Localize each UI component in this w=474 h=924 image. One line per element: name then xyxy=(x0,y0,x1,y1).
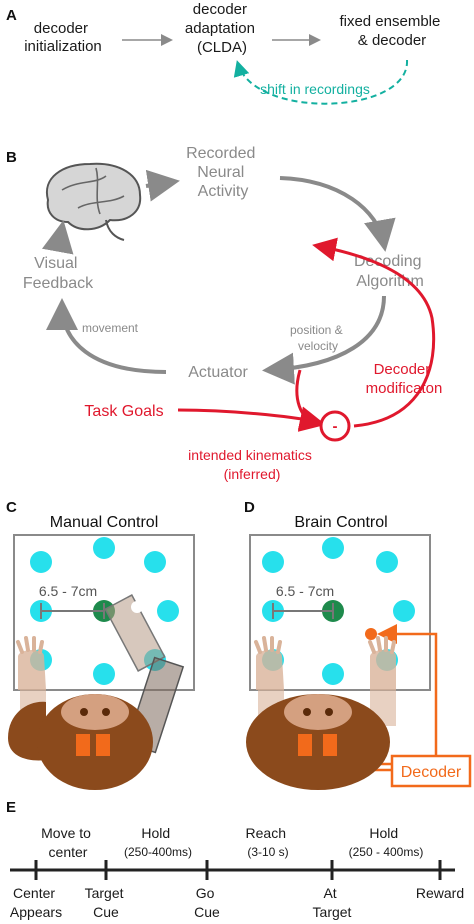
arrow-actuator-to-visual xyxy=(46,298,167,374)
phase-move-to-center: Move to center xyxy=(41,825,95,860)
target xyxy=(144,551,166,573)
event-go-cue: Go Cue xyxy=(194,885,220,920)
shift-in-recordings-loop xyxy=(233,59,409,105)
panel-label-a: A xyxy=(6,7,17,24)
decoder-box-label: Decoder xyxy=(401,764,462,781)
target xyxy=(376,551,398,573)
decoded-cursor xyxy=(365,628,377,640)
task-goals-label: Task Goals xyxy=(84,403,163,420)
step-decoder-adaptation: decoder adaptation (CLDA) xyxy=(185,1,259,56)
target xyxy=(93,663,115,685)
decoder-box xyxy=(390,754,472,788)
panel-label-c: C xyxy=(6,499,17,516)
panel-label-b: B xyxy=(6,149,17,166)
visual-feedback: Visual Feedback xyxy=(23,255,94,292)
target xyxy=(157,600,179,622)
actuator-node: Actuator xyxy=(188,364,248,381)
brain-control-title: Brain Control xyxy=(294,514,387,531)
phase-reach: Reach (3-10 s) xyxy=(246,825,291,859)
arrow-visual-to-brain xyxy=(41,220,74,255)
target xyxy=(93,537,115,559)
decoder-feedback-line xyxy=(377,624,438,762)
arrow-decoder-modification xyxy=(312,237,436,428)
decoder-modification-label: Decoder modificaton xyxy=(366,361,443,397)
event-reward: Reward xyxy=(416,885,464,901)
comparator-node xyxy=(319,410,351,442)
distance-label: 6.5 - 7cm xyxy=(39,583,97,599)
timeline-ticks xyxy=(34,860,442,880)
arrow-decoding-to-actuator xyxy=(262,295,386,385)
brain-monkey xyxy=(246,694,390,790)
arrow-task-goals-to-comparator xyxy=(177,406,324,430)
intended-kinematics-label: intended kinematics (inferred) xyxy=(188,447,316,482)
arrow-actuator-to-comparator xyxy=(295,369,324,432)
shift-in-recordings-label: shift in recordings xyxy=(260,81,370,97)
panel-label-d: D xyxy=(244,499,255,516)
panel-label-e: E xyxy=(6,799,16,816)
decoding-algorithm: Decoding Algorithm xyxy=(354,253,426,290)
target xyxy=(322,537,344,559)
manual-workspace xyxy=(13,534,195,691)
arrow-brain-to-recorded xyxy=(145,169,180,202)
comparator-minus: - xyxy=(333,418,338,435)
step-decoder-initialization: decoder initialization xyxy=(24,20,102,55)
brain-icon xyxy=(45,162,142,241)
manual-control-title: Manual Control xyxy=(50,514,159,531)
step-fixed-ensemble: fixed ensemble & decoder xyxy=(339,13,444,49)
phase-hold-1: Hold (250-400ms) xyxy=(124,825,192,859)
target xyxy=(322,663,344,685)
event-center-appears: Center Appears xyxy=(10,885,62,920)
target xyxy=(30,551,52,573)
brain-workspace xyxy=(249,534,431,691)
arrow-recorded-to-decoding xyxy=(279,176,396,252)
target xyxy=(262,551,284,573)
event-at-target: At Target xyxy=(313,885,352,920)
position-velocity-label: position & velocity xyxy=(290,323,346,353)
event-target-cue: Target Cue xyxy=(85,885,128,920)
recorded-neural-activity: Recorded Neural Activity xyxy=(186,145,260,200)
manual-monkey xyxy=(8,694,153,790)
phase-hold-2: Hold (250 - 400ms) xyxy=(349,825,424,859)
movement-label: movement xyxy=(82,321,139,335)
target xyxy=(393,600,415,622)
distance-label: 6.5 - 7cm xyxy=(276,583,334,599)
